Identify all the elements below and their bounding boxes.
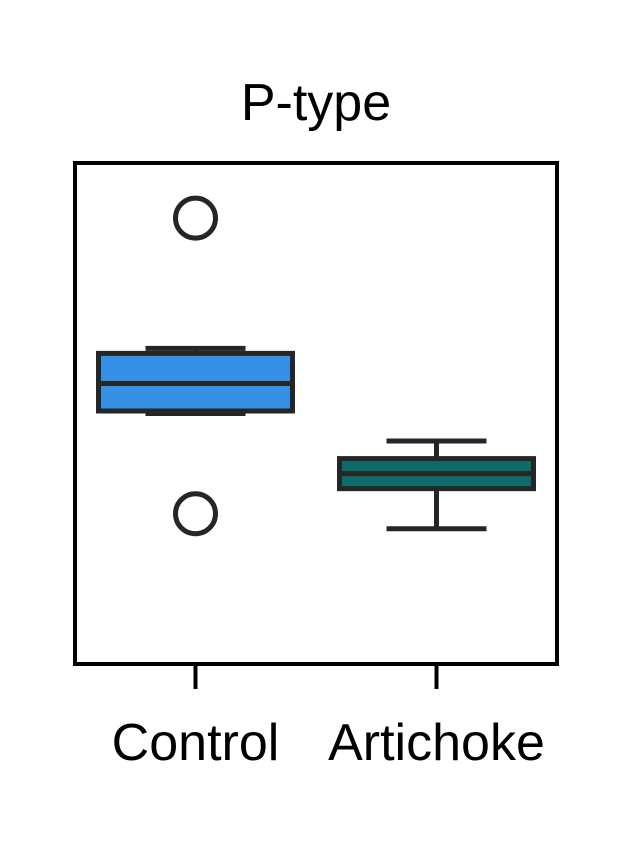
plot-marks: Control Artichoke bbox=[96, 195, 545, 772]
box-group-control bbox=[96, 195, 295, 537]
plot-frame bbox=[73, 161, 559, 666]
outlier-point bbox=[173, 195, 218, 241]
x-tick-label: Control bbox=[112, 714, 280, 772]
x-tick-label: Artichoke bbox=[328, 714, 545, 772]
box-group-artichoke bbox=[337, 438, 536, 532]
outlier-point bbox=[173, 491, 218, 537]
chart-title: P-type bbox=[241, 74, 391, 132]
